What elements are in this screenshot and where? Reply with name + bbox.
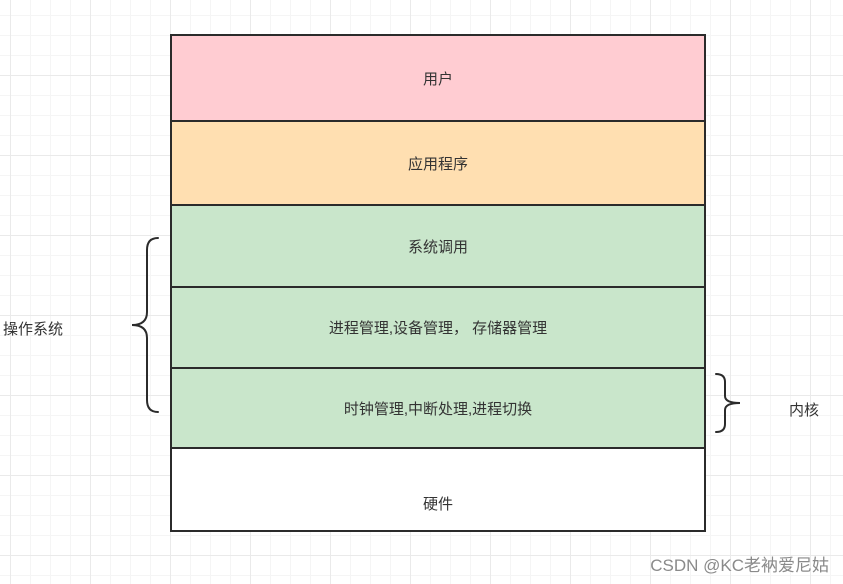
kernel-brace bbox=[715, 373, 741, 433]
kernel-label: 内核 bbox=[789, 402, 820, 419]
watermark: CSDN @KC老衲爱尼姑 bbox=[650, 556, 829, 575]
layer-system-call: 系统调用 bbox=[172, 204, 704, 286]
layer-kernel-core: 时钟管理,中断处理,进程切换 bbox=[172, 367, 704, 447]
layer-system-call-label: 系统调用 bbox=[407, 238, 468, 256]
layer-resource-management-label: 进程管理,设备管理， 存储器管理 bbox=[328, 320, 548, 337]
layer-hardware: 硬件 bbox=[172, 447, 704, 530]
layer-hardware-label: 硬件 bbox=[422, 496, 453, 513]
layer-application: 应用程序 bbox=[172, 120, 704, 204]
layer-kernel-core-label: 时钟管理,中断处理,进程切换 bbox=[343, 400, 533, 418]
layer-application-label: 应用程序 bbox=[407, 155, 468, 173]
layer-user: 用户 bbox=[172, 36, 704, 120]
os-brace bbox=[131, 237, 159, 413]
layer-stack: 用户 应用程序 系统调用 进程管理,设备管理， 存储器管理 时钟管理,中断处理,… bbox=[170, 34, 706, 532]
layer-user-label: 用户 bbox=[422, 70, 453, 88]
os-label: 操作系统 bbox=[3, 321, 64, 338]
layer-resource-management: 进程管理,设备管理， 存储器管理 bbox=[172, 286, 704, 367]
